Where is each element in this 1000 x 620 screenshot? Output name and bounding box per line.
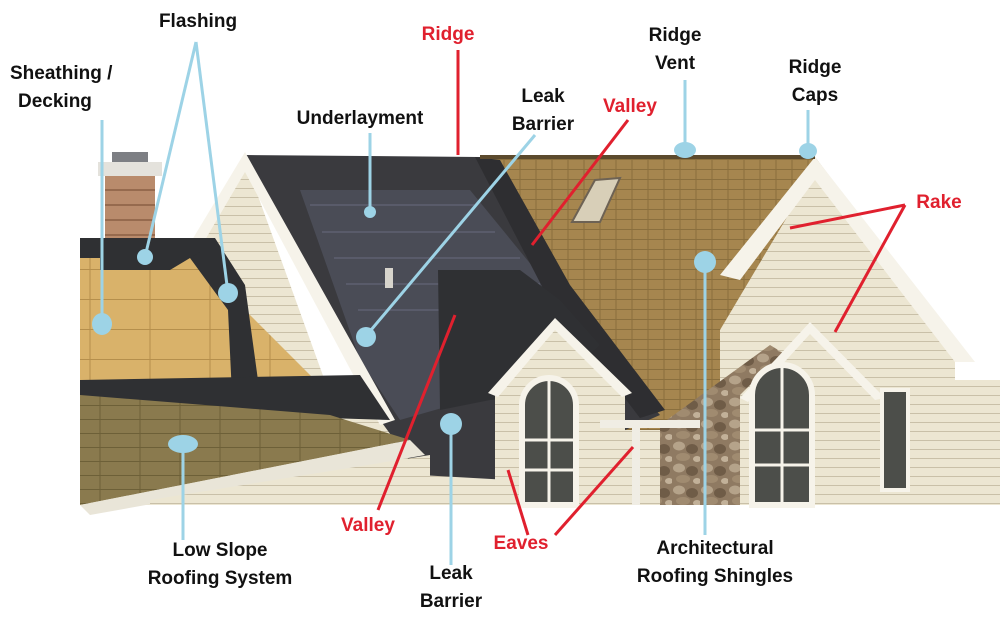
- dot-leak-barrier-top: [356, 327, 376, 347]
- red-leaders: [376, 50, 907, 536]
- gutter: [600, 420, 700, 428]
- label-sheathing-line2: Decking: [18, 91, 92, 112]
- house-illustration: [80, 152, 1000, 515]
- gutter-downspout: [632, 425, 640, 505]
- label-ridge-vent: Ridge Vent: [632, 22, 718, 78]
- label-architectural: Architectural Roofing Shingles: [610, 535, 820, 591]
- label-leak-barrier-top-line1: Leak: [521, 86, 565, 107]
- decking-area: [80, 240, 330, 395]
- window-far-right: [880, 388, 910, 492]
- label-architectural-line2: Roofing Shingles: [636, 566, 794, 587]
- dot-flashing-chimney: [137, 249, 153, 265]
- leader-valley-top: [530, 119, 630, 246]
- label-rake-text: Rake: [916, 192, 962, 213]
- label-eaves: Eaves: [478, 530, 564, 558]
- dot-architectural: [694, 251, 716, 273]
- label-low-slope: Low Slope Roofing System: [120, 537, 320, 593]
- roof-vent-pipe: [385, 268, 393, 288]
- label-ridge-text: Ridge: [421, 24, 475, 45]
- label-ridge-vent-line1: Ridge: [648, 25, 702, 46]
- label-flashing-text: Flashing: [158, 11, 238, 32]
- leader-rake-2: [833, 204, 907, 333]
- blue-leader-dots: [92, 142, 817, 453]
- label-sheathing-decking: Sheathing / Decking: [10, 60, 140, 116]
- left-gable-fascia: [192, 152, 395, 425]
- label-leak-barrier-bottom: Leak Barrier: [408, 560, 494, 616]
- label-ridge-caps-line1: Ridge: [788, 57, 842, 78]
- label-leak-barrier-bottom-line1: Leak: [429, 563, 473, 584]
- front-dormer-trim: [488, 318, 632, 397]
- leader-flashing-roof: [194, 41, 230, 294]
- label-sheathing-line1: Sheathing /: [10, 63, 113, 84]
- label-ridge-caps: Ridge Caps: [772, 54, 858, 110]
- blue-leaders: [100, 41, 810, 565]
- leader-valley-bottom: [376, 314, 457, 511]
- leader-flashing-chimney: [143, 41, 198, 258]
- label-valley-top-text: Valley: [603, 96, 657, 117]
- right-gable-trim: [720, 157, 975, 362]
- low-slope-roof: [80, 395, 410, 505]
- label-low-slope-line1: Low Slope: [172, 540, 268, 561]
- flashing-strip: [80, 238, 260, 395]
- chimney-cap: [98, 162, 162, 176]
- label-valley-top: Valley: [590, 93, 670, 121]
- dot-flashing-roof: [218, 283, 238, 303]
- chimney: [105, 175, 155, 250]
- label-leak-barrier-top-line2: Barrier: [511, 114, 575, 135]
- leader-leak-barrier-top: [364, 134, 537, 337]
- label-eaves-text: Eaves: [493, 533, 549, 554]
- label-flashing: Flashing: [152, 8, 244, 36]
- label-leak-barrier-top: Leak Barrier: [500, 83, 586, 139]
- skylight: [570, 176, 622, 223]
- leak-barrier-band: [475, 157, 665, 418]
- label-ridge-caps-line2: Caps: [791, 85, 839, 106]
- dot-underlayment: [364, 206, 376, 218]
- label-low-slope-line2: Roofing System: [147, 568, 293, 589]
- leader-eaves-2: [553, 446, 635, 536]
- dot-ridge-vent: [674, 142, 696, 158]
- dot-sheathing: [92, 313, 112, 335]
- label-ridge: Ridge: [408, 21, 488, 49]
- low-slope-edge: [80, 440, 425, 515]
- label-architectural-line1: Architectural: [656, 538, 774, 559]
- label-valley-bottom: Valley: [328, 512, 408, 540]
- label-rake: Rake: [904, 189, 974, 217]
- label-underlayment-text: Underlayment: [296, 108, 424, 129]
- label-ridge-vent-line2: Vent: [654, 53, 696, 74]
- dot-leak-barrier-bottom: [440, 413, 462, 435]
- label-valley-bottom-text: Valley: [341, 515, 395, 536]
- leader-eaves-1: [506, 469, 530, 536]
- leader-rake-1: [789, 203, 906, 230]
- label-underlayment: Underlayment: [280, 105, 440, 133]
- dot-ridge-caps: [799, 143, 817, 159]
- dot-low-slope: [168, 435, 198, 453]
- label-leak-barrier-bottom-line2: Barrier: [419, 591, 483, 612]
- lower-left-wall: [150, 455, 430, 505]
